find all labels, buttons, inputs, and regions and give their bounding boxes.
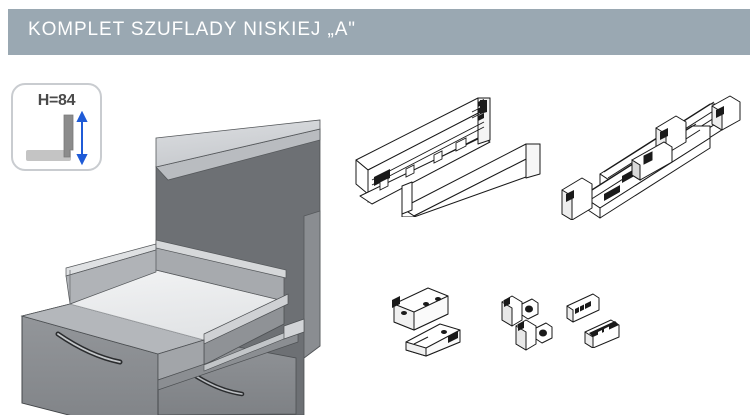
front-fixing-clips-figure [501,295,553,351]
height-badge: H=84 [11,83,102,171]
mounting-brackets-figure [392,287,461,357]
page-title: KOMPLET SZUFLADY NISKIEJ „A" [28,19,356,40]
drawer-side-panels-figure [355,97,541,217]
height-badge-label: H=84 [37,92,76,109]
drawer-height-profile-icon [26,111,88,166]
drawer-runners-figure [561,95,741,220]
cabinet-illustration [20,119,321,415]
header-bar [8,9,750,55]
logo-cover-caps-figure [566,293,620,348]
